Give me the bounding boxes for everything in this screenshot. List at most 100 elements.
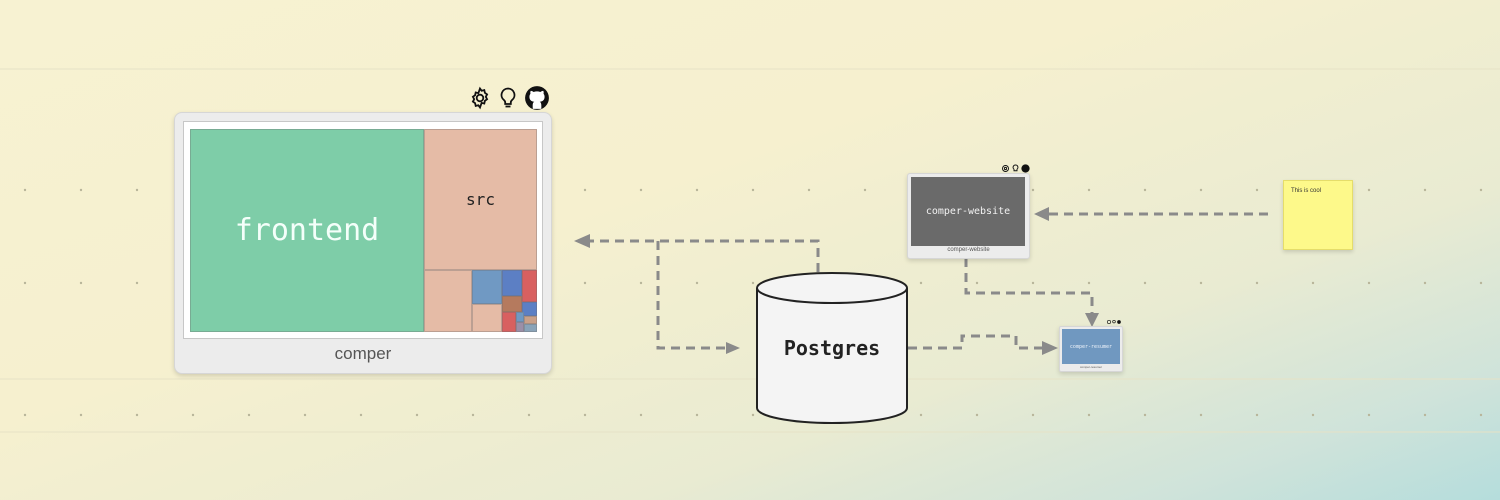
grid-dot	[1031, 281, 1035, 285]
grid-dot	[471, 413, 475, 417]
folder-label-frontend: frontend	[234, 213, 380, 248]
arrowhead-resumer	[1042, 341, 1058, 355]
treemap-cell[interactable]	[524, 324, 537, 332]
grid-dot	[1479, 413, 1483, 417]
grid-dot	[695, 188, 699, 192]
treemap-cell[interactable]	[524, 316, 537, 324]
grid-dot	[583, 188, 587, 192]
grid-dot	[247, 413, 251, 417]
arrowhead-comper	[574, 234, 590, 248]
comper-treemap: frontend src	[183, 121, 543, 339]
sticky-note[interactable]: This is cool	[1283, 180, 1353, 250]
postgres-database[interactable]	[756, 272, 908, 424]
lightbulb-icon[interactable]	[1112, 320, 1116, 324]
grid-dot	[135, 281, 139, 285]
grid-dot	[1143, 281, 1147, 285]
grid-dot	[1087, 281, 1091, 285]
gear-icon[interactable]	[1001, 164, 1010, 173]
treemap-cell[interactable]	[502, 296, 522, 312]
grid-dot	[583, 413, 587, 417]
grid-dot	[863, 188, 867, 192]
connector-postgres-to-resumer[interactable]	[908, 334, 1050, 350]
comper-resumer-caption: comper-resumer	[1079, 365, 1102, 369]
github-icon[interactable]	[524, 85, 550, 111]
grid-dot	[79, 188, 83, 192]
grid-dot	[1311, 413, 1315, 417]
connector-postgres-to-comper[interactable]	[582, 239, 820, 272]
comper-website-caption: comper-website	[947, 247, 990, 253]
gear-icon[interactable]	[468, 86, 492, 110]
grid-dot	[639, 413, 643, 417]
grid-dot	[1423, 188, 1427, 192]
grid-dot	[1087, 413, 1091, 417]
grid-dot	[1479, 281, 1483, 285]
grid-dot	[1031, 413, 1035, 417]
grid-dot	[919, 281, 923, 285]
grid-dot	[807, 188, 811, 192]
grid-lines	[0, 68, 1500, 433]
treemap-cell[interactable]	[516, 312, 524, 322]
connector-comper-to-postgres[interactable]	[656, 241, 732, 350]
grid-dot	[527, 413, 531, 417]
treemap-cell[interactable]	[472, 270, 502, 304]
github-icon[interactable]	[1117, 320, 1121, 324]
grid-dot	[1143, 413, 1147, 417]
sticky-note-text: This is cool	[1291, 188, 1322, 194]
grid-dot	[303, 413, 307, 417]
grid-dot	[1423, 413, 1427, 417]
github-icon[interactable]	[1021, 164, 1030, 173]
comper-resumer-toolbar	[1107, 320, 1121, 324]
grid-dot	[191, 413, 195, 417]
grid-dot	[359, 413, 363, 417]
folder-label-src: src	[466, 190, 495, 209]
grid-dot	[23, 413, 27, 417]
grid-dot	[1143, 188, 1147, 192]
grid-dot	[79, 281, 83, 285]
grid-dot	[639, 281, 643, 285]
treemap-cell[interactable]	[502, 270, 522, 296]
grid-dot	[1031, 188, 1035, 192]
treemap-cell[interactable]	[522, 302, 537, 316]
comper-website-title: comper-website	[925, 206, 1011, 217]
treemap-cell-frontend[interactable]	[190, 129, 424, 332]
comper-resumer-preview	[1062, 329, 1120, 364]
lightbulb-icon[interactable]	[496, 86, 520, 110]
grid-dot	[23, 188, 27, 192]
comper-repo-card[interactable]: frontend src comper	[174, 112, 552, 374]
treemap-cell[interactable]	[502, 312, 516, 332]
grid-dot	[135, 188, 139, 192]
treemap-cell[interactable]	[472, 304, 502, 332]
grid-dot	[79, 413, 83, 417]
grid-dot	[1423, 281, 1427, 285]
grid-dot	[1367, 413, 1371, 417]
comper-website-toolbar	[1001, 164, 1030, 173]
treemap-cell[interactable]	[424, 270, 472, 332]
comper-toolbar	[468, 85, 550, 111]
grid-dot	[1311, 281, 1315, 285]
grid-dot	[751, 413, 755, 417]
comper-website-card[interactable]: comper-website comper-website	[907, 173, 1030, 259]
grid-dot	[695, 281, 699, 285]
treemap-cell[interactable]	[522, 270, 537, 302]
treemap-cell-src[interactable]	[424, 129, 537, 270]
grid-dot	[975, 281, 979, 285]
grid-dot	[975, 413, 979, 417]
arrowheads	[574, 207, 1099, 355]
gear-icon[interactable]	[1107, 320, 1111, 324]
comper-resumer-title: comper-resumer	[1069, 343, 1113, 350]
grid-dot	[1255, 413, 1259, 417]
grid-dot	[1367, 281, 1371, 285]
grid-dot	[751, 281, 755, 285]
treemap-cell[interactable]	[516, 322, 524, 332]
grid-dot	[1199, 281, 1203, 285]
comper-website-preview	[911, 177, 1025, 246]
grid-dot	[135, 413, 139, 417]
connector-website-to-resumer[interactable]	[964, 258, 1094, 318]
arrowhead-postgres	[726, 342, 740, 354]
grid-dot	[1367, 188, 1371, 192]
lightbulb-icon[interactable]	[1011, 164, 1020, 173]
arrowhead-resumer-top	[1085, 313, 1099, 327]
comper-repo-name: comper	[334, 344, 392, 363]
comper-resumer-card[interactable]: comper-resumer comper-resumer	[1059, 326, 1123, 372]
grid-dot	[1255, 188, 1259, 192]
